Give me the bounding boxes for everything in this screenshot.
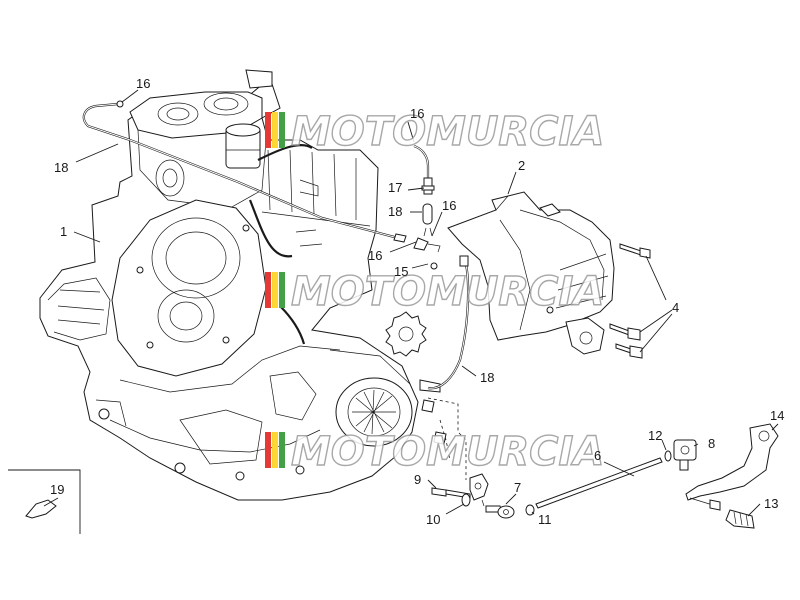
callout-19: 19	[50, 482, 64, 497]
callout-12: 12	[648, 428, 662, 443]
breather-hose-assembly	[413, 144, 470, 390]
callout-18-center: 18	[388, 204, 402, 219]
front-sprocket	[385, 311, 427, 357]
watermark-bottom: MOTOMURCIA	[265, 428, 605, 476]
watermark-text: MOTOMURCIA	[291, 109, 604, 155]
leader-lines	[43, 89, 779, 517]
sprocket-cover	[447, 191, 615, 355]
callout-16-mid-left: 16	[368, 248, 382, 263]
callout-10: 10	[426, 512, 440, 527]
callout-11: 11	[538, 512, 552, 527]
watermark-text: MOTOMURCIA	[291, 429, 604, 475]
callout-7: 7	[514, 480, 521, 495]
callout-1: 1	[60, 224, 67, 239]
watermark-middle: MOTOMURCIA	[265, 268, 605, 316]
part-19-inset	[8, 469, 81, 534]
cover-bolts	[609, 243, 651, 359]
watermark-text: MOTOMURCIA	[291, 269, 604, 315]
callout-16-mid-right: 16	[442, 198, 456, 213]
callout-14: 14	[770, 408, 784, 423]
vent-hose-upper	[82, 100, 407, 243]
callout-17: 17	[388, 180, 402, 195]
watermark-top: MOTOMURCIA	[265, 108, 605, 156]
callout-13: 13	[764, 496, 778, 511]
callout-9: 9	[414, 472, 421, 487]
engine-block	[39, 69, 441, 501]
callout-8: 8	[708, 436, 715, 451]
callout-18-left: 18	[54, 160, 68, 175]
callout-4: 4	[672, 300, 679, 315]
callout-2: 2	[518, 158, 525, 173]
callout-18-right: 18	[480, 370, 494, 385]
callout-15: 15	[394, 264, 408, 279]
callout-16-top-left: 16	[136, 76, 150, 91]
watermarks: MOTOMURCIA MOTOMURCIA MOTOMURCIA	[265, 108, 605, 476]
callout-16-top: 16	[410, 106, 424, 121]
callout-6: 6	[594, 448, 601, 463]
callout-labels: 1 2 4 6 7 8 9 10 11 12 13 14 15 16 16 16…	[50, 76, 784, 527]
gear-shift-linkage	[421, 397, 779, 529]
